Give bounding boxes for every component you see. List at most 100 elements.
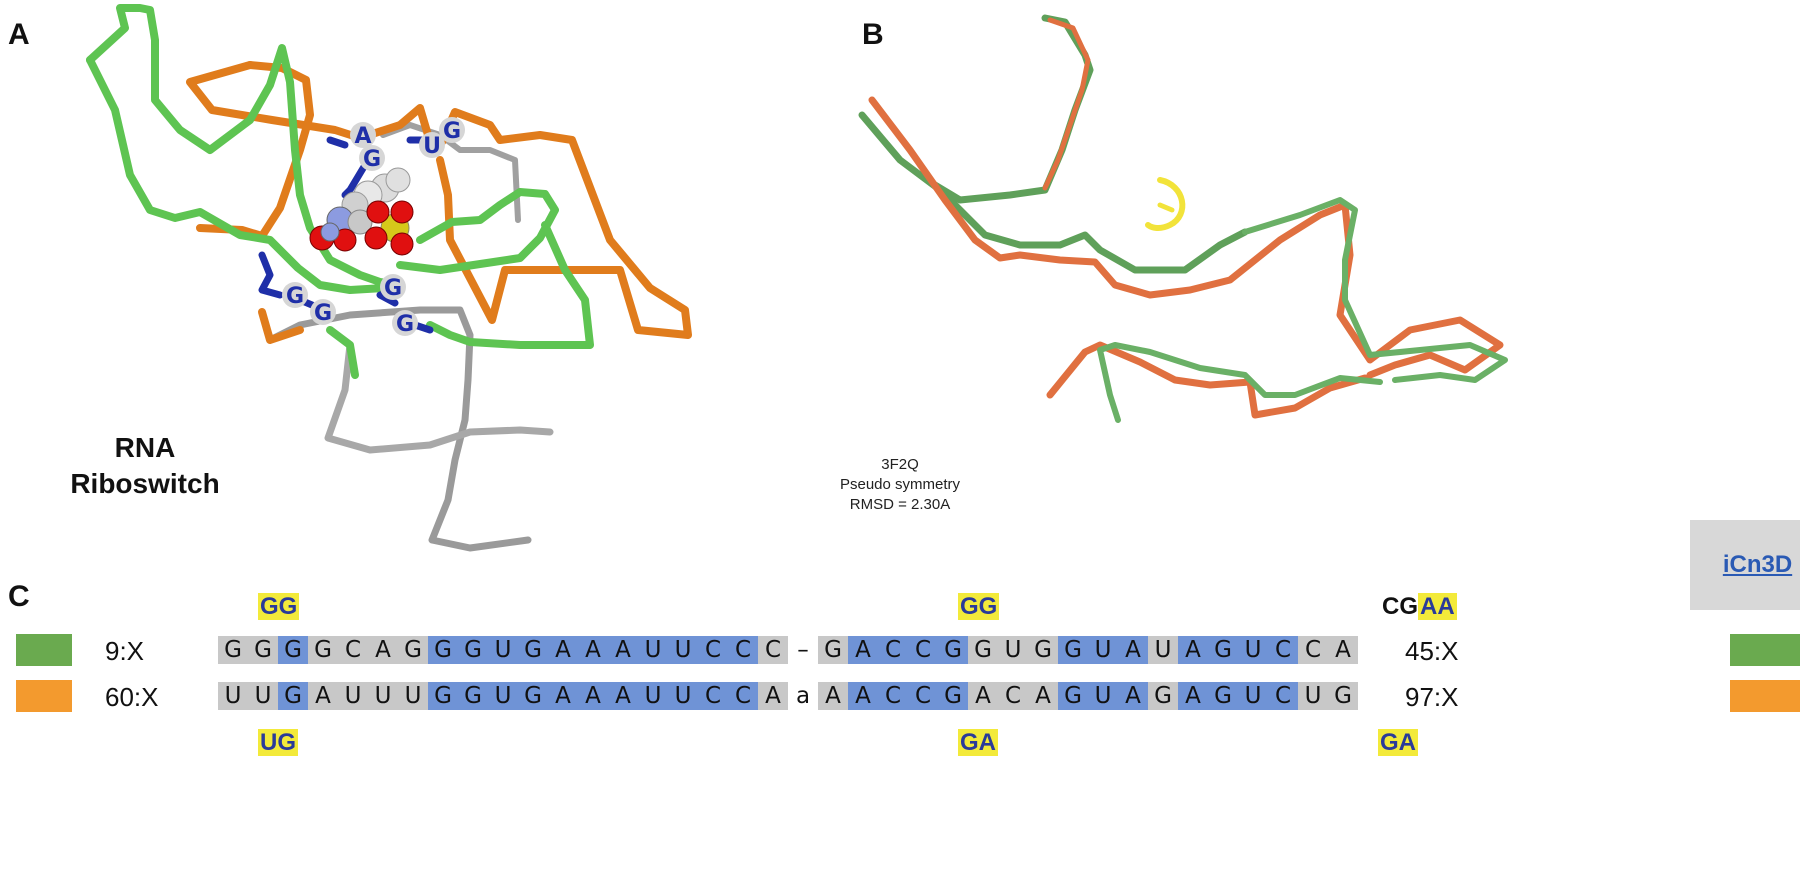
svg-text:G: G <box>396 312 414 337</box>
top-annotation-2-text: GG <box>958 593 1000 620</box>
superpose-orange-top <box>1042 17 1091 191</box>
panel-c-letter: C <box>8 580 30 613</box>
nucleotide-cell: G <box>1028 636 1058 664</box>
nucleotide-cell: G <box>278 636 308 664</box>
nucleotide-cell: A <box>1028 682 1058 710</box>
nucleotide-cell: G <box>308 636 338 664</box>
nucleotide-cell: C <box>878 682 908 710</box>
nucleotide-cell: A <box>848 682 878 710</box>
chain-b-swatch-right <box>1730 680 1800 712</box>
nt-label-4: G <box>439 117 465 144</box>
icn3d-box: iCn3D <box>1690 520 1800 610</box>
nucleotide-cell: C <box>338 636 368 664</box>
ligand-yellow <box>1145 177 1186 231</box>
nt-label-3: U <box>419 132 445 159</box>
nucleotide-cell: G <box>1058 682 1088 710</box>
nucleotide-cell: U <box>398 682 428 710</box>
panel-b-letter: B <box>862 18 884 51</box>
nucleotide-cell: G <box>428 636 458 664</box>
nucleotide-cell: A <box>758 682 788 710</box>
nucleotide-cell: A <box>1178 682 1208 710</box>
nucleotide-cell: G <box>278 682 308 710</box>
nucleotide-cell: U <box>1148 636 1178 664</box>
nucleotide-cell: A <box>968 682 998 710</box>
nucleotide-cell: U <box>638 682 668 710</box>
blue-stick-4 <box>258 251 284 299</box>
nucleotide-cell: A <box>548 682 578 710</box>
nucleotide-cell: A <box>818 682 848 710</box>
nt-label-8: G <box>392 310 418 337</box>
nucleotide-cell: U <box>248 682 278 710</box>
nt-label-6: G <box>310 299 336 326</box>
nucleotide-cell: A <box>1328 636 1358 664</box>
nucleotide-cell: C <box>1268 636 1298 664</box>
superpose-green-low <box>1097 342 1383 423</box>
top-annotation-3: CGAA <box>1382 592 1457 622</box>
top-annotation-1: GG <box>258 592 300 622</box>
nucleotide-cell: U <box>668 682 698 710</box>
nucleotide-cell: A <box>548 636 578 664</box>
nucleotide-cell: U <box>998 636 1028 664</box>
nucleotide-cell: U <box>1298 682 1328 710</box>
icn3d-link[interactable]: iCn3D <box>1722 551 1793 578</box>
nucleotide-cell: A <box>1178 636 1208 664</box>
nt-label-7: G <box>380 274 406 301</box>
nucleotide-cell: G <box>938 682 968 710</box>
symmetry-label: Pseudo symmetry <box>839 476 961 493</box>
panel-a-letter: A <box>8 18 30 51</box>
nucleotide-cell: A <box>578 682 608 710</box>
caption-line-2: Riboswitch <box>70 468 220 499</box>
nucleotide-cell: G <box>1148 682 1178 710</box>
nucleotide-cell: U <box>1088 636 1118 664</box>
svg-text:G: G <box>363 147 381 172</box>
superpose-green-mid <box>858 111 1249 274</box>
nucleotide-cell: C <box>908 682 938 710</box>
nucleotide-cell: G <box>398 636 428 664</box>
chain-a-swatch-right <box>1730 634 1800 666</box>
nucleotide-cell: A <box>368 636 398 664</box>
nucleotide-cell: C <box>728 682 758 710</box>
caption-line-1: RNA <box>114 432 176 463</box>
nucleotide-cell: U <box>488 636 518 664</box>
superpose-orange-mid <box>868 96 1504 379</box>
nucleotide-cell: C <box>728 636 758 664</box>
svg-text:G: G <box>443 119 461 144</box>
nucleotide-cell: G <box>968 636 998 664</box>
nucleotide-cell: a <box>795 683 811 709</box>
nucleotide-cell: U <box>1238 636 1268 664</box>
nucleotide-cell: G <box>428 682 458 710</box>
nucleotide-cell: A <box>1118 682 1148 710</box>
nucleotide-cell: A <box>608 636 638 664</box>
nucleotide-cell: A <box>308 682 338 710</box>
top-annotation-2: GG <box>958 592 1000 622</box>
green-strand-b <box>86 56 389 294</box>
chain-b-swatch-left <box>16 680 72 712</box>
nucleotide-cell: G <box>938 636 968 664</box>
nucleotide-cell: C <box>1268 682 1298 710</box>
nucleotide-cell: C <box>698 682 728 710</box>
nucleotide-cell: U <box>638 636 668 664</box>
nucleotide-cell: A <box>1118 636 1148 664</box>
green-strand <box>86 4 404 289</box>
blue-stick-2 <box>341 161 369 199</box>
nt-label-5: G <box>282 282 308 309</box>
nucleotide-cell: C <box>878 636 908 664</box>
nucleotide-cell: G <box>518 636 548 664</box>
nucleotide-cell: A <box>848 636 878 664</box>
nucleotide-cell: G <box>458 636 488 664</box>
svg-text:A: A <box>354 124 371 149</box>
nucleotide-cell: G <box>248 636 278 664</box>
nucleotide-cell: A <box>578 636 608 664</box>
nt-label-1: A <box>350 122 376 149</box>
orange-strand <box>186 61 692 339</box>
panel-a-caption: RNA Riboswitch <box>50 430 240 502</box>
structure-info: 3F2Q Pseudo symmetry RMSD = 2.30A <box>790 455 1010 515</box>
nucleotide-cell: G <box>458 682 488 710</box>
nt-label-2: G <box>359 145 385 172</box>
bottom-annotation-3: GA <box>1378 728 1418 758</box>
nucleotide-cell: U <box>1088 682 1118 710</box>
nucleotide-cell: G <box>818 636 848 664</box>
row2-label-left: 60:X <box>105 682 159 712</box>
nucleotide-cell: U <box>668 636 698 664</box>
ligand-spheres <box>309 167 414 256</box>
